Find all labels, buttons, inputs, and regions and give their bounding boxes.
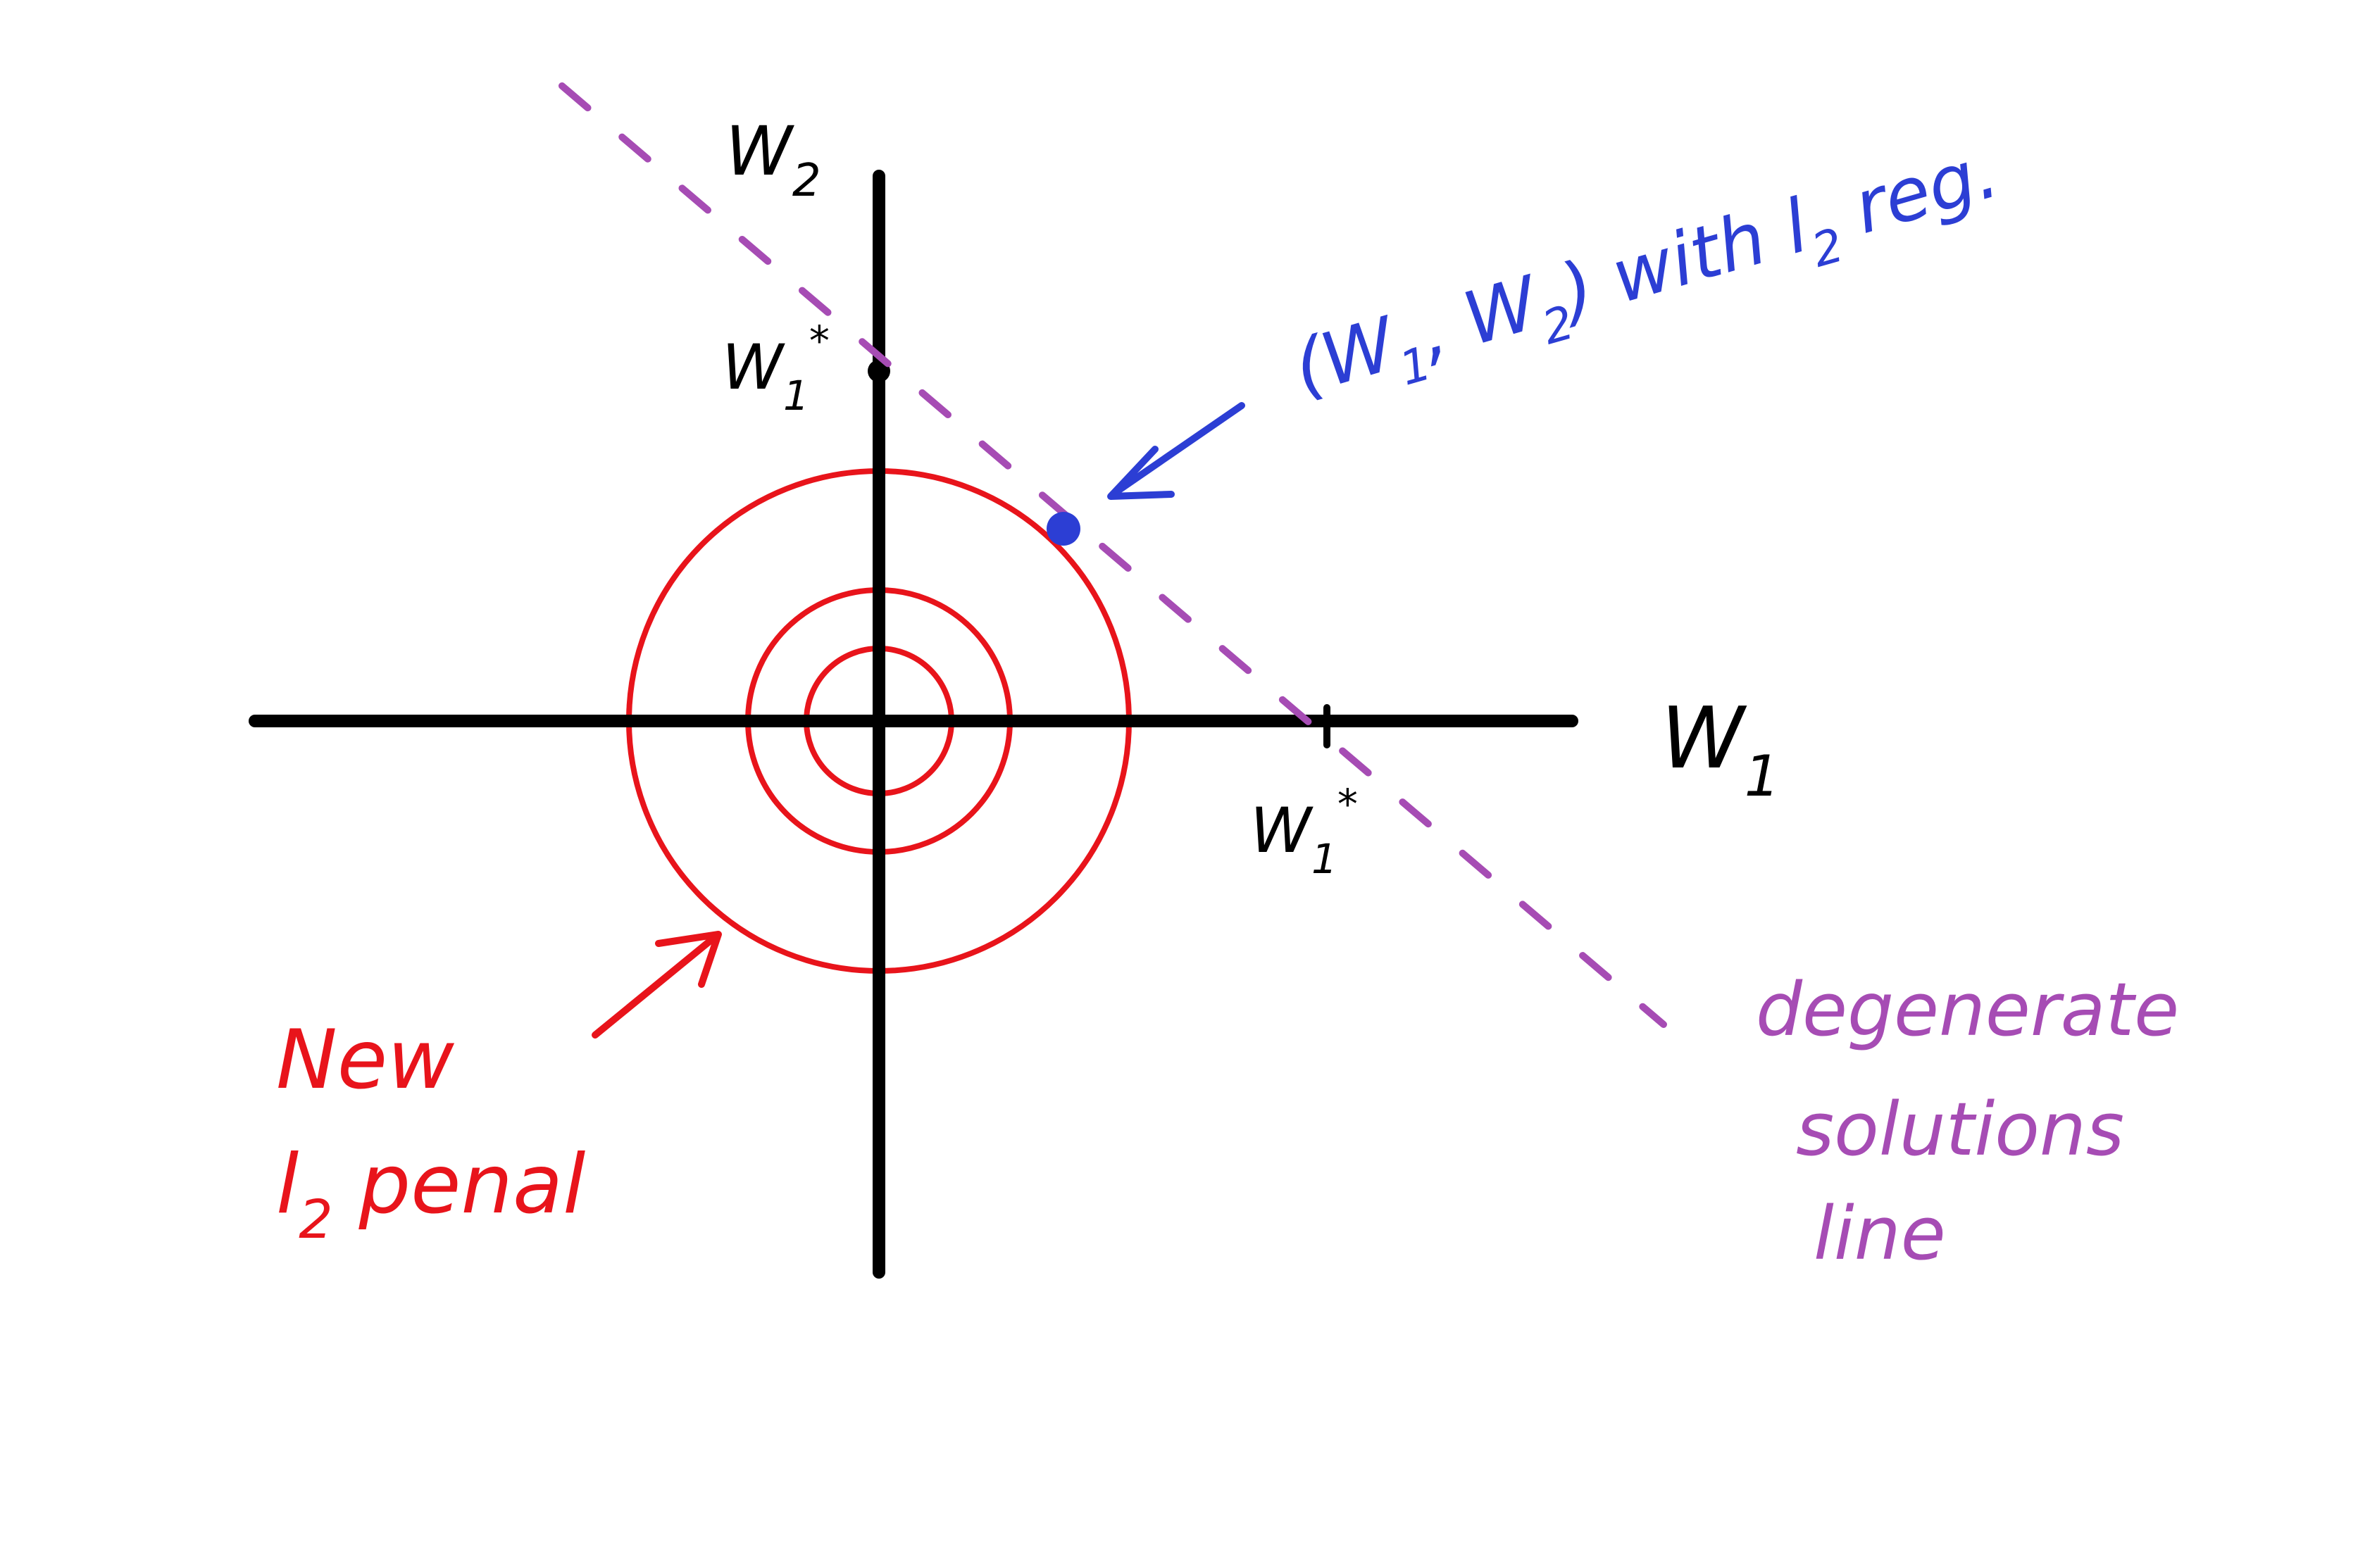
degenerate-label-line3: line (1814, 1191, 1946, 1277)
penalty-arrow (592, 931, 722, 1039)
l2-solution-point (1047, 512, 1080, 546)
penalty-label-line2: l2 penal (276, 1137, 585, 1250)
solution-annotation: (W1, W2) with l2 reg. (1284, 128, 2011, 424)
solution-arrow (1107, 402, 1245, 500)
axis-ticks (868, 360, 1330, 748)
degenerate-solutions-line (559, 82, 1667, 1028)
w2-intercept-tick (868, 360, 890, 382)
degenerate-label-line2: solutions (1796, 1086, 2124, 1172)
degenerate-label-line1: degenerate (1756, 967, 2179, 1053)
w1-intercept-label: W1* (1250, 780, 1358, 883)
axis-label-w1: W1 (1661, 690, 1780, 809)
axis-label-w2: W2 (725, 112, 821, 207)
penalty-label-line1: New (276, 1012, 454, 1108)
w2-intercept-label: W1* (722, 317, 830, 420)
